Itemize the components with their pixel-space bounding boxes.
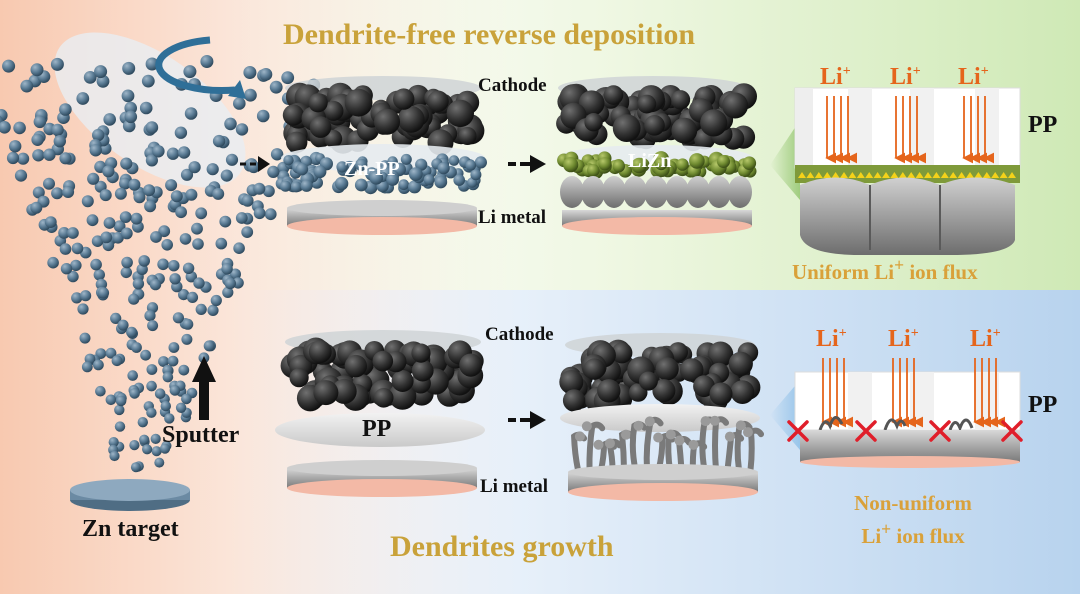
rotation-arrow-icon [155, 36, 246, 99]
label-pp-bottom: PP [1028, 392, 1058, 418]
non-uniform-flux-caption: Non-uniform Li+ ion flux [854, 491, 972, 548]
uniform-flux-caption: Uniform Li+ ion flux [792, 255, 978, 284]
title-bottom: Dendrites growth [390, 530, 614, 563]
label-li-metal-bottom: Li metal [480, 476, 549, 497]
label-sputter: Sputter [162, 422, 240, 448]
x-mark-icon [929, 420, 951, 442]
zn-target-disc [70, 479, 190, 511]
bottom-cell-pp [275, 330, 485, 497]
magnify-beam [770, 120, 800, 200]
label-cathode-top: Cathode [478, 75, 547, 96]
label-zn-pp: Zn-PP [344, 158, 400, 180]
right-arrow-icon [240, 156, 270, 172]
label-pp-top: PP [1028, 112, 1058, 138]
x-mark-icon [855, 420, 877, 442]
label-lizn: LiZn [628, 150, 672, 172]
label-pp-separator: PP [362, 416, 392, 442]
right-arrow-icon [508, 411, 546, 429]
li-ion-label: Li+ [816, 326, 847, 352]
up-arrow-icon [192, 356, 216, 420]
li-ion-label: Li+ [820, 64, 851, 90]
li-ion-label: Li+ [970, 326, 1001, 352]
label-cathode-bottom: Cathode [485, 324, 554, 345]
title-top: Dendrite-free reverse deposition [283, 18, 696, 51]
top-cell-zn-pp [279, 76, 487, 235]
x-mark-icon [1001, 420, 1023, 442]
uniform-flux-zoom [794, 87, 1021, 255]
label-zn-target: Zn target [82, 516, 179, 542]
li-ion-label: Li+ [890, 64, 921, 90]
label-li-metal-top: Li metal [478, 207, 547, 228]
right-arrow-icon [508, 155, 546, 173]
li-ion-label: Li+ [958, 64, 989, 90]
top-cell-lizn [556, 76, 758, 235]
non-uniform-flux-zoom [787, 358, 1023, 468]
magnify-beam [770, 380, 800, 450]
li-ion-label: Li+ [888, 326, 919, 352]
x-mark-icon [787, 420, 809, 442]
bottom-cell-dendrites [559, 333, 765, 501]
